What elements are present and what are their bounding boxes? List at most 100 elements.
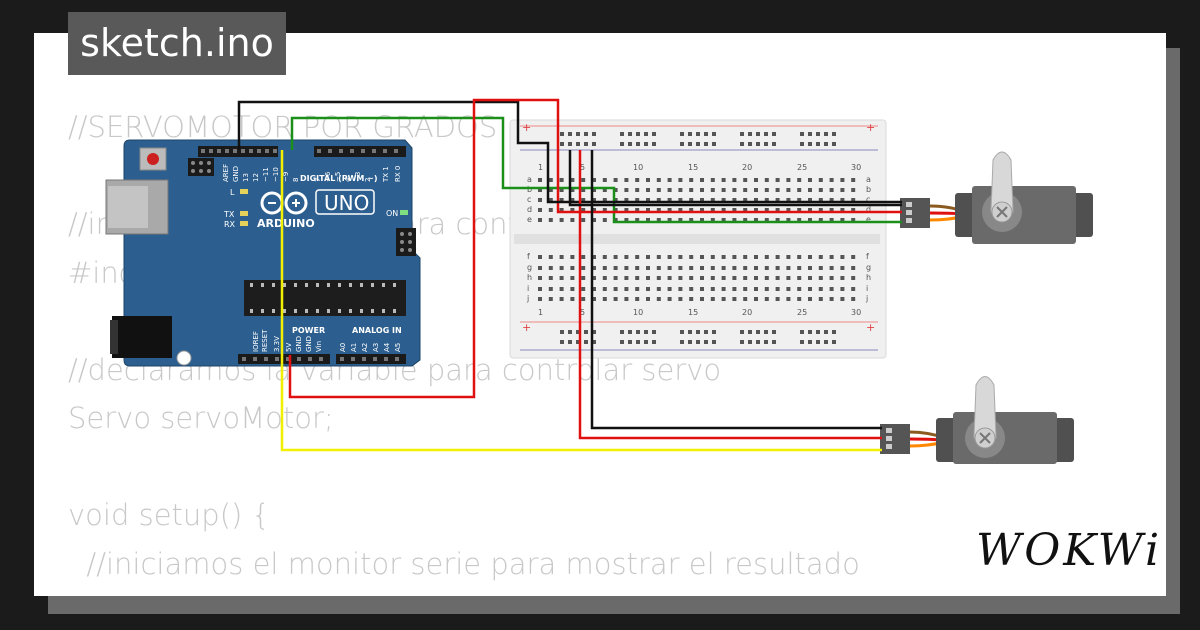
breadboard-hole [808, 198, 812, 202]
row-letter: j [526, 294, 529, 303]
breadboard-hole [786, 266, 791, 270]
breadboard-hole [824, 340, 828, 344]
breadboard-hole [800, 132, 804, 136]
servo-motor-2[interactable] [880, 376, 1074, 465]
breadboard-hole [568, 132, 572, 136]
breadboard-hole [797, 297, 802, 301]
file-tab[interactable]: sketch.ino [68, 12, 286, 75]
pin-label: A3 [372, 343, 380, 352]
breadboard-hole [548, 297, 553, 301]
breadboard-hole [635, 208, 640, 212]
breadboard-hole [775, 218, 780, 222]
breadboard-hole [721, 266, 726, 270]
wire-black-servo2 [590, 150, 882, 430]
row-letter: c [527, 195, 531, 204]
breadboard-hole [628, 142, 632, 146]
breadboard-hole [570, 208, 575, 212]
breadboard-hole [581, 208, 586, 212]
breadboard-hole [721, 198, 726, 202]
breadboard-hole [667, 178, 672, 182]
breadboard-hole [754, 266, 758, 270]
breadboard-hole [602, 178, 607, 182]
breadboard-hole [644, 132, 648, 136]
breadboard-hole [808, 266, 812, 270]
breadboard-hole [568, 330, 572, 334]
breadboard-hole [652, 330, 656, 334]
breadboard-hole [816, 132, 820, 136]
breadboard-hole [732, 287, 737, 291]
breadboard-hole [816, 142, 820, 146]
breadboard-hole [818, 218, 823, 222]
breadboard-hole [548, 276, 553, 280]
row-letter: h [527, 273, 532, 282]
breadboard-hole [704, 142, 708, 146]
breadboard-hole [840, 255, 845, 259]
breadboard-hole [688, 330, 692, 334]
breadboard-hole [644, 330, 648, 334]
column-number: 1 [538, 163, 543, 172]
breadboard-hole [624, 188, 629, 192]
breadboard-hole [732, 276, 737, 280]
breadboard-hole [613, 297, 618, 301]
breadboard-hole [689, 198, 694, 202]
breadboard-hole [620, 142, 624, 146]
breadboard-hole [775, 297, 780, 301]
breadboard-hole [748, 340, 752, 344]
pin-label: 13 [242, 173, 250, 182]
breadboard-hole [581, 198, 586, 202]
breadboard-holes [538, 132, 856, 344]
breadboard-hole [808, 132, 812, 136]
breadboard-hole [689, 208, 694, 212]
breadboard-hole [764, 255, 769, 259]
power-jack [112, 316, 172, 358]
breadboard-hole [581, 178, 586, 182]
breadboard-hole [646, 218, 650, 222]
wire-red-servo2 [578, 150, 882, 440]
breadboard[interactable]: + + + + 1 5 10 15 20 25 30 1 5 10 15 20 … [509, 119, 887, 359]
breadboard-hole [635, 218, 640, 222]
breadboard-hole [656, 297, 661, 301]
breadboard-hole [797, 208, 802, 212]
arduino-uno-board[interactable]: AREF GND 13 12 ~11 ~10 ~9 8 7 ~6 ~5 4 ~3… [105, 139, 421, 367]
breadboard-hole [832, 132, 836, 136]
breadboard-hole [832, 142, 836, 146]
breadboard-hole [581, 188, 586, 192]
code-line: //SERVOMOTOR POR GRADOS [68, 110, 498, 144]
breadboard-hole [581, 297, 586, 301]
pin-label: 7 [314, 178, 322, 182]
breadboard-hole [548, 287, 553, 291]
breadboard-hole [829, 297, 834, 301]
breadboard-hole [560, 142, 564, 146]
breadboard-hole [743, 178, 748, 182]
pin-label: 2 [364, 178, 372, 182]
pin-label: IOREF [252, 331, 260, 352]
breadboard-hole [680, 132, 684, 136]
breadboard-hole [824, 142, 828, 146]
breadboard-hole [700, 255, 704, 259]
breadboard-hole [851, 266, 856, 270]
breadboard-hole [754, 188, 758, 192]
pin-label: A5 [394, 343, 402, 352]
breadboard-hole [538, 188, 542, 192]
breadboard-hole [678, 178, 683, 182]
breadboard-hole [656, 178, 661, 182]
breadboard-hole [775, 178, 780, 182]
breadboard-hole [636, 142, 640, 146]
breadboard-hole [808, 340, 812, 344]
breadboard-hole [581, 276, 586, 280]
breadboard-hole [680, 142, 684, 146]
breadboard-hole [732, 208, 737, 212]
breadboard-hole [829, 178, 834, 182]
pin-label: TX 1 [382, 166, 390, 183]
breadboard-hole [851, 276, 856, 280]
breadboard-hole [732, 188, 737, 192]
servo-motor-1[interactable] [900, 151, 1093, 244]
breadboard-hole [764, 330, 768, 334]
breadboard-hole [851, 297, 856, 301]
breadboard-hole [644, 142, 648, 146]
breadboard-hole [656, 276, 661, 280]
breadboard-hole [635, 287, 640, 291]
column-number: 25 [797, 308, 807, 317]
breadboard-hole [700, 178, 704, 182]
